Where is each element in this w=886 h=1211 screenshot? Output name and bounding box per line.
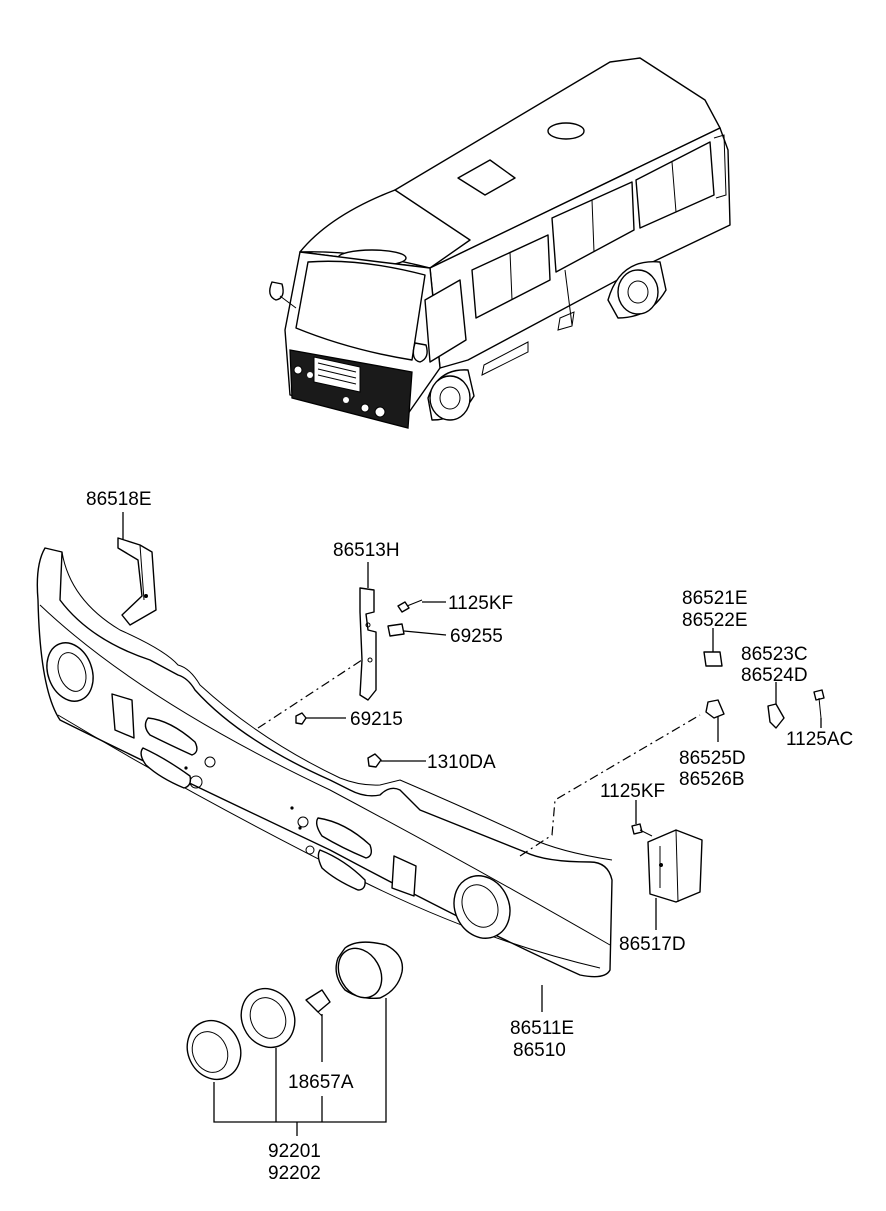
bolt-1125AC — [813, 689, 825, 719]
bracket-86517D — [647, 829, 703, 903]
label-86526B: 86526B — [679, 769, 745, 790]
lamp-lens — [186, 1019, 242, 1081]
bracket-86523C — [767, 703, 785, 729]
clip-86525D — [705, 699, 725, 719]
label-69215: 69215 — [350, 709, 403, 730]
bolt-1125KF-right — [631, 823, 653, 837]
part-labels: 86518E 86513H 1125KF 69255 69215 1310DA … — [86, 489, 853, 1184]
assembly-line-2 — [519, 714, 701, 857]
label-18657A: 18657A — [288, 1072, 354, 1093]
lamp-bezel — [240, 987, 296, 1049]
bracket-86518E — [117, 537, 157, 626]
label-86518E: 86518E — [86, 489, 152, 510]
label-92201: 92201 — [268, 1141, 321, 1162]
pad-69255 — [387, 623, 405, 637]
leader-lines — [122, 512, 822, 1136]
label-1125KF-top: 1125KF — [448, 593, 513, 614]
label-86523C: 86523C — [741, 644, 808, 665]
label-86521E: 86521E — [682, 588, 748, 609]
bus-illustration — [269, 57, 731, 429]
bolt-1125KF-top — [397, 599, 423, 613]
stay-86513H — [359, 587, 377, 701]
label-1310DA: 1310DA — [427, 752, 496, 773]
label-92202: 92202 — [268, 1163, 321, 1184]
label-69255: 69255 — [450, 626, 503, 647]
nut-69215 — [295, 712, 307, 725]
bulb-18657A — [305, 989, 331, 1017]
clip-86521E — [703, 651, 723, 667]
label-86522E: 86522E — [682, 610, 748, 631]
nut-1310DA — [367, 753, 382, 768]
fog-lamp-housing — [335, 941, 404, 1000]
label-86511E: 86511E — [510, 1018, 574, 1039]
label-1125KF-right: 1125KF — [600, 781, 665, 802]
label-86513H: 86513H — [333, 540, 400, 561]
label-1125AC: 1125AC — [786, 729, 853, 750]
label-86510: 86510 — [513, 1040, 566, 1061]
label-86517D: 86517D — [619, 934, 686, 955]
label-86524D: 86524D — [741, 665, 808, 686]
label-86525D: 86525D — [679, 748, 746, 769]
front-bumper — [36, 547, 613, 978]
assembly-line-1 — [257, 657, 366, 729]
